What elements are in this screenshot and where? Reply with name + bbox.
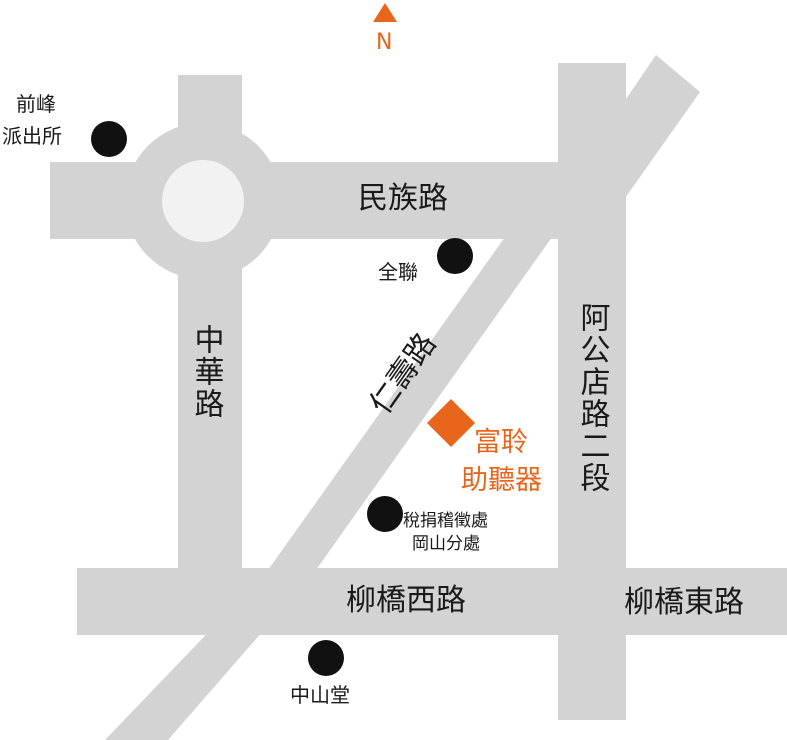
police-station-label-line2: 派出所 (2, 124, 62, 148)
target-store-label-line1: 富聆 (474, 427, 528, 458)
north-arrow-icon (373, 3, 397, 22)
police-station-marker-icon (91, 121, 127, 157)
roundabout-center (162, 160, 244, 242)
quanlian-label: 全聯 (378, 260, 418, 284)
road-label-liu-qiao-east: 柳橋東路 (624, 585, 744, 620)
road-label-liu-qiao-west: 柳橋西路 (346, 583, 466, 618)
police-station-label-line1: 前峰 (16, 92, 56, 116)
quanlian-marker-icon (437, 238, 473, 274)
zhongshantang-marker-icon (308, 640, 344, 676)
north-label: N (376, 30, 393, 55)
road-label-zhonghua: 中華路 (188, 324, 224, 420)
road-label-a-gong-dian: 阿公店路二段 (574, 302, 610, 494)
target-store-label-line2: 助聽器 (461, 465, 542, 496)
tax-office-marker-icon (367, 496, 403, 532)
zhongshantang-label: 中山堂 (290, 683, 350, 707)
road-liu-qiao (77, 568, 787, 635)
tax-office-label-line2: 岡山分處 (412, 534, 480, 554)
target-marker-icon (426, 398, 476, 448)
tax-office-label-line1: 稅捐稽徵處 (403, 511, 488, 531)
road-ren-shou (268, 223, 562, 570)
road-label-minzu: 民族路 (358, 181, 448, 216)
road-diagonal-northeast (596, 55, 700, 208)
